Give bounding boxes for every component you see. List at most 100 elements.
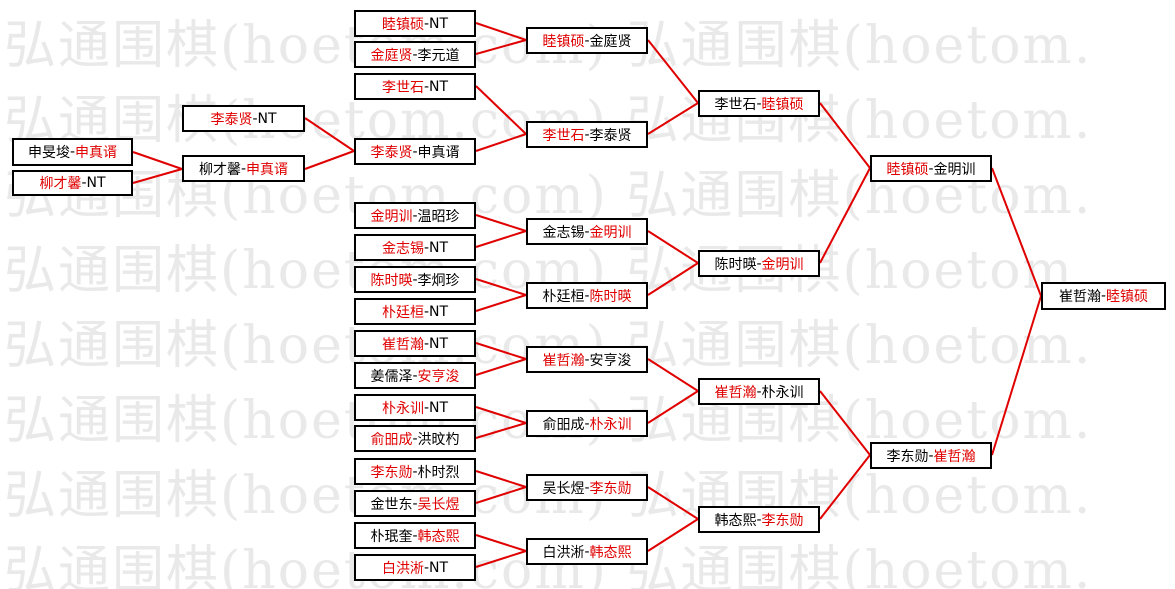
- match-box: 李世石-李泰贤: [526, 121, 648, 148]
- vs-separator: -: [928, 447, 934, 464]
- player-name: 崔哲瀚: [542, 352, 585, 369]
- bracket-connector: [819, 102, 871, 169]
- player-name: 金明训: [761, 256, 804, 273]
- player-name: 睦镇硕: [381, 16, 424, 33]
- match-box: 崔哲瀚-睦镇硕: [1041, 282, 1166, 310]
- player-name: 吴长煜: [417, 496, 460, 513]
- match-box: 俞昍成-洪旼杓: [354, 425, 476, 452]
- bracket-connector: [991, 167, 1042, 297]
- match-box: 韩态熙-李东勋: [698, 506, 820, 533]
- player-name: 李世石: [714, 96, 757, 113]
- bracket-connector: [132, 151, 183, 170]
- player-name: 金志锡: [381, 240, 424, 257]
- player-name: 崔哲瀚: [933, 448, 976, 465]
- player-name: 睦镇硕: [886, 161, 929, 178]
- vs-separator: -: [412, 271, 418, 288]
- player-name: 姜儒泽: [370, 368, 413, 385]
- match-box: 金志锡-金明训: [526, 218, 648, 245]
- bracket-connector: [475, 278, 527, 296]
- player-name: 安亨浚: [589, 352, 632, 369]
- player-name: 金庭贤: [370, 47, 413, 64]
- player-name: 朴珉奎: [370, 528, 413, 545]
- bracket-connector: [475, 214, 527, 232]
- vs-separator: -: [412, 367, 418, 384]
- vs-separator: -: [584, 479, 590, 496]
- match-box: 睦镇硕-金庭贤: [526, 27, 648, 54]
- match-box: 李东勋-朴时烈: [354, 458, 476, 485]
- bracket-connector: [475, 39, 527, 55]
- player-name: 金明训: [589, 224, 632, 241]
- player-name: 金庭贤: [589, 33, 632, 50]
- bracket-connector: [475, 550, 527, 568]
- match-box: 朴珉奎-韩态熙: [354, 522, 476, 549]
- bracket-connector: [647, 262, 699, 296]
- match-box: 金世东-吴长煜: [354, 490, 476, 517]
- vs-separator: -: [423, 335, 430, 352]
- vs-separator: -: [412, 463, 418, 480]
- player-name: 俞昍成: [542, 416, 585, 433]
- vs-separator: -: [412, 527, 418, 544]
- bracket-connector: [475, 342, 527, 360]
- match-box: 崔哲瀚-朴永训: [698, 378, 820, 405]
- bracket-connector: [475, 230, 527, 248]
- player-name: 李东勋: [589, 480, 632, 497]
- bracket-connector: [475, 406, 527, 424]
- player-name: 崔哲瀚: [714, 384, 757, 401]
- player-name: NT: [86, 175, 106, 191]
- player-name: 李世石: [542, 127, 585, 144]
- player-name: NT: [429, 559, 449, 576]
- vs-separator: -: [412, 46, 418, 63]
- vs-separator: -: [240, 160, 247, 177]
- player-name: 睦镇硕: [761, 96, 804, 113]
- player-name: 朴廷桓: [542, 288, 585, 305]
- vs-separator: -: [252, 110, 258, 127]
- player-name: NT: [429, 239, 449, 256]
- vs-separator: -: [412, 143, 418, 160]
- player-name: 李炯珍: [417, 272, 460, 289]
- match-box: 崔哲瀚-NT: [354, 330, 476, 357]
- bracket-connector: [647, 358, 699, 392]
- player-name: 柳才馨: [198, 161, 241, 178]
- bracket-connector: [991, 295, 1042, 456]
- match-box: 陈时暎-李炯珍: [354, 266, 476, 293]
- match-box: 睦镇硕-金明训: [870, 155, 992, 182]
- player-name: NT: [429, 78, 449, 95]
- match-box: 朴廷桓-陈时暎: [526, 282, 648, 309]
- player-name: NT: [429, 303, 449, 320]
- vs-separator: -: [412, 430, 418, 447]
- player-name: 白洪淅: [542, 544, 585, 561]
- player-name: NT: [429, 399, 449, 416]
- match-box: 李泰贤-NT: [182, 105, 305, 132]
- vs-separator: -: [928, 160, 934, 177]
- bracket-connector: [819, 167, 871, 264]
- vs-separator: -: [81, 175, 87, 191]
- vs-separator: -: [423, 303, 430, 320]
- player-name: 申旻埈: [27, 145, 70, 161]
- vs-separator: -: [423, 239, 430, 256]
- player-name: 洪旼杓: [417, 431, 460, 448]
- vs-separator: -: [584, 126, 590, 143]
- vs-separator: -: [423, 78, 430, 95]
- vs-separator: -: [69, 144, 76, 160]
- bracket-connector: [475, 133, 527, 152]
- match-box: 吴长煜-李东勋: [526, 474, 648, 501]
- player-name: 睦镇硕: [1106, 289, 1149, 305]
- player-name: 李东勋: [370, 464, 413, 481]
- vs-separator: -: [584, 543, 590, 560]
- match-box: 金志锡-NT: [354, 234, 476, 261]
- player-name: 李元道: [417, 47, 460, 64]
- player-name: 柳才馨: [39, 176, 82, 192]
- bracket-connector: [304, 117, 355, 152]
- match-box: 李世石-睦镇硕: [698, 90, 820, 117]
- player-name: NT: [429, 15, 449, 32]
- bracket-connector: [475, 358, 527, 376]
- match-box: 柳才馨-NT: [12, 170, 133, 196]
- match-box: 李世石-NT: [354, 73, 476, 100]
- vs-separator: -: [423, 15, 430, 32]
- match-box: 朴廷桓-NT: [354, 298, 476, 325]
- player-name: 陈时暎: [370, 272, 413, 289]
- player-name: 韩态熙: [417, 528, 460, 545]
- bracket-connector: [475, 85, 527, 135]
